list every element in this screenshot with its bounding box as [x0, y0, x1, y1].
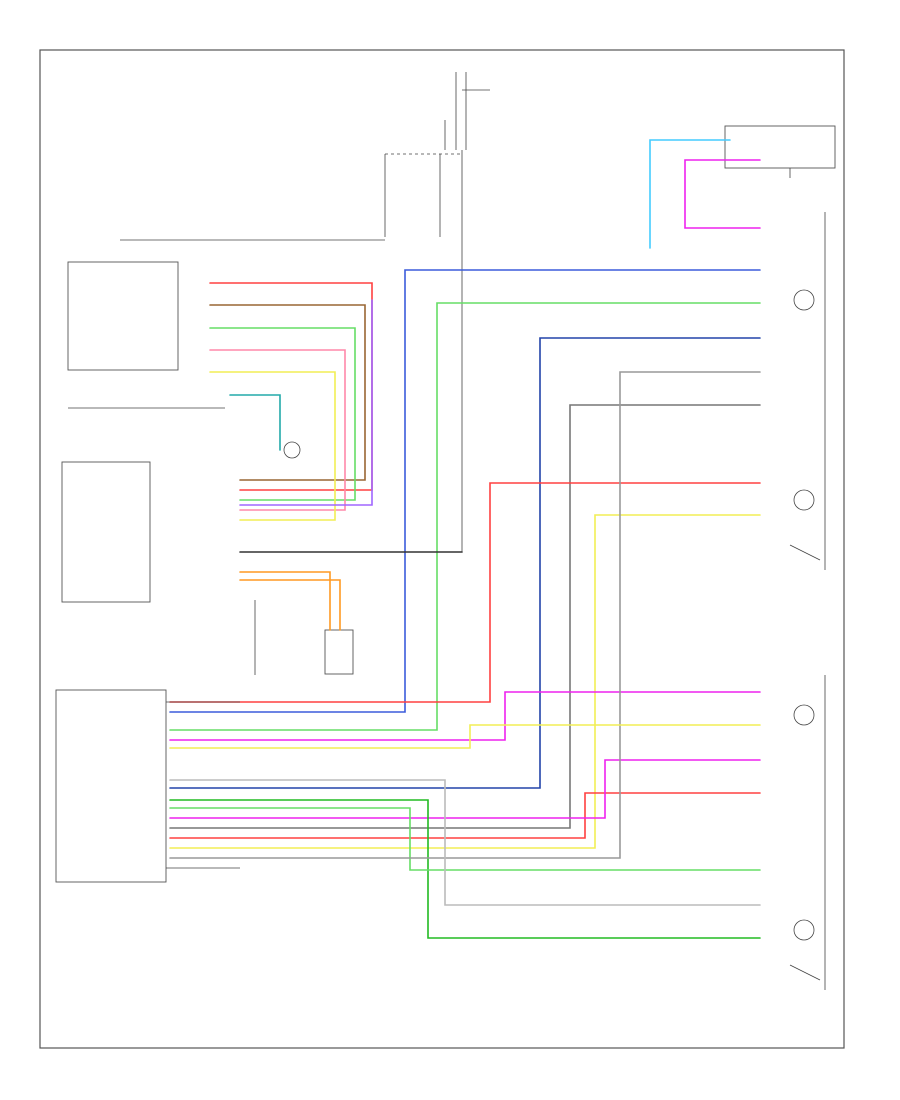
middle-connector — [254, 600, 354, 675]
wire-blue-long — [169, 269, 761, 713]
diagram-frame — [39, 49, 845, 1049]
wire-gray-2 — [169, 371, 761, 859]
wire-magenta — [169, 159, 761, 741]
wire-orange — [239, 571, 331, 631]
wire-magenta-low — [169, 759, 761, 819]
wire-pink — [209, 349, 346, 511]
wire-red-low — [169, 792, 761, 839]
wire-green-dark — [169, 799, 761, 939]
upper-left-switch-assembly — [67, 261, 301, 459]
wire-gray — [169, 404, 761, 829]
wire-orange-2 — [239, 579, 341, 631]
lower-left-module — [55, 689, 167, 883]
wire-green-long — [169, 302, 761, 731]
wire-yellow — [209, 371, 336, 521]
wire-yellow-mid — [169, 514, 761, 849]
wire-green-low — [169, 807, 761, 871]
middle-left-module — [61, 461, 151, 603]
wire-green — [209, 327, 356, 501]
upper-right-component — [789, 212, 826, 570]
wire-darkblue — [169, 337, 761, 789]
power-feed-area — [120, 72, 490, 552]
wire-teal — [229, 394, 281, 451]
wire-red-mid — [169, 482, 761, 703]
lower-right-component — [789, 675, 826, 990]
wire-violet — [239, 299, 373, 506]
top-right-switch-block — [724, 125, 836, 178]
wire-gray-3 — [169, 779, 761, 906]
wire-lightblue — [649, 139, 731, 249]
wire-brown — [209, 304, 366, 481]
wire-yellow-low — [169, 724, 761, 749]
wire-harness — [169, 139, 761, 939]
wire-red-top — [209, 282, 373, 491]
lower-module-pins — [166, 701, 240, 869]
